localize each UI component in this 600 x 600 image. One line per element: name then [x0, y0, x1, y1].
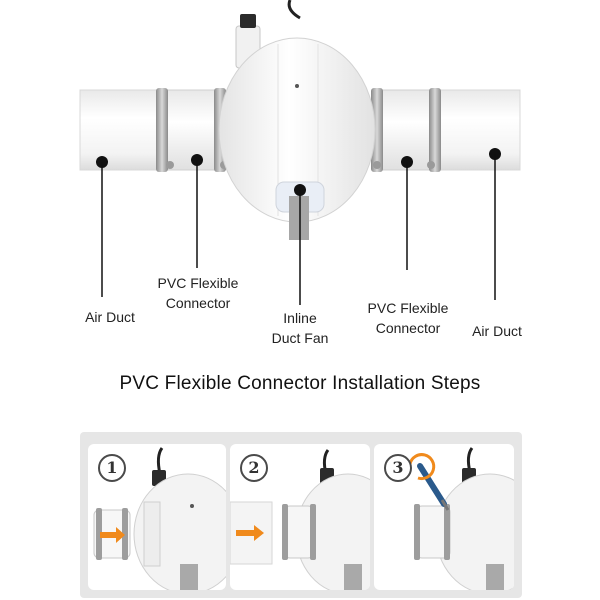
air-duct-left	[79, 89, 171, 171]
step-panel-1: 1	[88, 444, 226, 590]
label-text: Duct Fan	[271, 330, 329, 346]
air-duct-right	[429, 89, 521, 171]
label-text: Air Duct	[472, 323, 522, 339]
step-2-illustration	[230, 449, 370, 590]
label-inline-duct-fan: Inline Duct Fan	[255, 308, 345, 348]
label-text: PVC Flexible	[367, 300, 449, 316]
label-air-duct-right: Air Duct	[457, 321, 537, 341]
rotate-arrow-icon	[408, 453, 436, 481]
installation-steps: 1 2	[80, 432, 522, 598]
section-title: PVC Flexible Connector Installation Step…	[119, 373, 481, 394]
step-number-badge: 2	[240, 454, 268, 482]
label-text: Air Duct	[85, 309, 135, 325]
diagram-illustration	[79, 0, 521, 305]
label-text: Connector	[165, 295, 231, 311]
inline-duct-fan	[218, 0, 376, 240]
label-text: Inline	[283, 310, 317, 326]
label-connector-right: PVC Flexible Connector	[358, 298, 458, 338]
label-text: Connector	[375, 320, 441, 336]
label-connector-left: PVC Flexible Connector	[148, 273, 248, 313]
step-panel-3: 3	[374, 444, 514, 590]
step-3-illustration	[408, 447, 514, 590]
label-air-duct-left: Air Duct	[70, 307, 150, 327]
orange-arrow-icon	[236, 525, 264, 541]
label-text: PVC Flexible	[157, 275, 239, 291]
step-1-illustration	[93, 447, 226, 590]
step-number-badge: 1	[98, 454, 126, 482]
orange-arrow-icon	[100, 527, 125, 543]
step-number-badge: 3	[384, 454, 412, 482]
screwdriver-icon	[417, 463, 450, 511]
step-panel-2: 2	[230, 444, 370, 590]
connector-right	[371, 88, 441, 172]
fan-installation-diagram: Air Duct PVC Flexible Connector Inline D…	[70, 0, 537, 348]
